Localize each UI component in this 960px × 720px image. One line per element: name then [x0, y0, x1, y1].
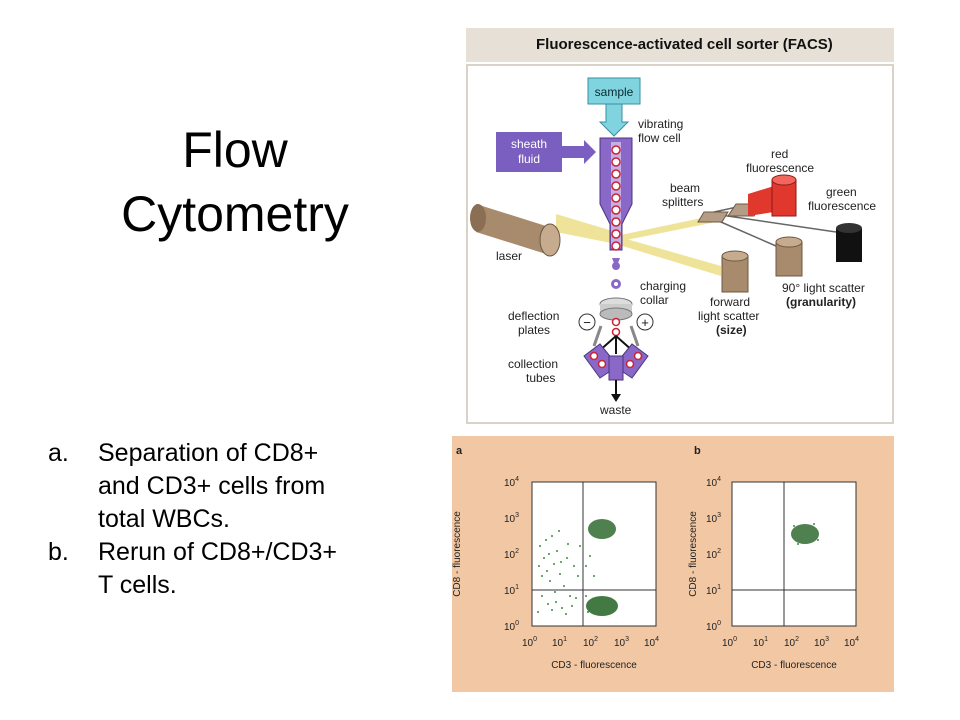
plot-b-scatter — [791, 523, 819, 545]
title-line-2: Cytometry — [121, 186, 349, 242]
plot-b-letter: b — [694, 445, 701, 457]
beam-label-1: beam — [670, 181, 700, 195]
plot-a-ylabel: CD8 - fluorescence — [452, 511, 463, 597]
y-tick: 100 — [706, 620, 721, 633]
plot-b-xlabel: CD3 - fluorescence — [751, 660, 837, 671]
y-tick: 104 — [504, 476, 519, 489]
forward-scatter-beam — [616, 236, 721, 276]
forward-label-1: forward — [710, 295, 750, 309]
x-tick: 104 — [844, 636, 859, 649]
y-tick: 104 — [706, 476, 721, 489]
list-line: T cells. — [98, 571, 177, 599]
beam-line-90 — [713, 218, 777, 247]
laser-beam — [556, 214, 616, 244]
list-text: Separation of CD8+ and CD3+ cells from t… — [98, 439, 325, 533]
sheath-label-2: fluid — [518, 152, 540, 166]
sample-input: sample — [587, 77, 641, 137]
y-tick: 100 — [504, 620, 519, 633]
list-text: Rerun of CD8+/CD3+ T cells. — [98, 538, 337, 599]
plot-a: a CD8 - fluorescence CD3 - — [452, 445, 659, 671]
facs-schematic: sample sheath fluid — [470, 77, 876, 417]
red-fluorescence-detector — [748, 174, 797, 217]
x-tick: 103 — [614, 636, 629, 649]
sheath-label-1: sheath — [511, 137, 547, 151]
beam-label-2: splitters — [662, 195, 703, 209]
green-fluorescence-detector — [836, 223, 862, 262]
plot-b-xticks: 100 101 102 103 104 — [722, 636, 859, 649]
laser-label: laser — [496, 249, 522, 263]
list-line: Rerun of CD8+/CD3+ — [98, 538, 338, 566]
flow-plots-panel: a CD8 - fluorescence CD3 - — [452, 436, 894, 692]
sheath-fluid: sheath fluid — [496, 132, 596, 172]
collection-label-2: tubes — [526, 371, 555, 385]
plot-a-xticks: 100 101 102 103 104 — [522, 636, 659, 649]
y-tick: 103 — [504, 512, 519, 525]
list-line: and CD3+ cells from — [98, 472, 326, 500]
flow-plots: a CD8 - fluorescence CD3 - — [452, 445, 859, 671]
y-tick: 101 — [504, 584, 519, 597]
x-tick: 102 — [583, 636, 598, 649]
list-marker: b. — [48, 538, 69, 566]
side-scatter-beam — [616, 216, 716, 242]
x-tick: 102 — [784, 636, 799, 649]
x-tick: 100 — [722, 636, 737, 649]
laser — [470, 204, 561, 257]
deflection-plates: − + — [578, 313, 654, 347]
side-scatter-detector — [775, 236, 803, 277]
forward-label-2: light scatter — [698, 309, 759, 323]
collection-tubes — [583, 343, 649, 402]
y-tick: 101 — [706, 584, 721, 597]
plot-b: b CD8 - fluorescence CD3 - fluorescence … — [688, 445, 859, 671]
plot-a-xlabel: CD3 - fluorescence — [551, 660, 637, 671]
y-tick: 103 — [706, 512, 721, 525]
charging-label-1: charging — [640, 279, 686, 293]
deflection-label-2: plates — [518, 323, 550, 337]
ninety-label-2: (granularity) — [786, 295, 856, 309]
x-tick: 100 — [522, 636, 537, 649]
plot-a-letter: a — [456, 445, 463, 457]
x-tick: 103 — [814, 636, 829, 649]
facs-header: Fluorescence-activated cell sorter (FACS… — [466, 28, 894, 62]
y-tick: 102 — [706, 548, 721, 561]
list-line: total WBCs. — [98, 505, 230, 533]
x-tick: 101 — [753, 636, 768, 649]
slide-title: Flow Cytometry — [60, 118, 410, 246]
vibrating-label-1: vibrating — [638, 117, 683, 131]
plot-b-area — [731, 481, 857, 627]
plus-symbol: + — [641, 315, 649, 330]
green-label-1: green — [826, 185, 857, 199]
y-tick: 102 — [504, 548, 519, 561]
ninety-label-1: 90° light scatter — [782, 281, 865, 295]
collection-label-1: collection — [508, 357, 558, 371]
deflection-label-1: deflection — [508, 309, 559, 323]
title-line-1: Flow — [182, 122, 288, 178]
charging-label-2: collar — [640, 293, 669, 307]
x-tick: 101 — [552, 636, 567, 649]
facs-header-title: Fluorescence-activated cell sorter (FACS… — [536, 36, 833, 53]
red-label-1: red — [771, 147, 788, 161]
plot-b-ylabel: CD8 - fluorescence — [688, 511, 699, 597]
plot-a-scatter — [537, 519, 618, 616]
list-marker: a. — [48, 439, 69, 467]
list-line: Separation of CD8+ — [98, 439, 319, 467]
charging-collar — [599, 297, 633, 321]
vibrating-label-2: flow cell — [638, 131, 681, 145]
list-item: a. Separation of CD8+ and CD3+ cells fro… — [48, 437, 418, 536]
x-tick: 104 — [644, 636, 659, 649]
droplet-stream — [611, 145, 621, 289]
beam-splitter-1 — [697, 211, 729, 223]
waste-label: waste — [599, 403, 632, 417]
green-label-2: fluorescence — [808, 199, 876, 213]
list-item: b. Rerun of CD8+/CD3+ T cells. — [48, 536, 418, 602]
minus-symbol: − — [583, 315, 591, 330]
caption-list: a. Separation of CD8+ and CD3+ cells fro… — [48, 437, 418, 602]
sample-label: sample — [595, 85, 634, 99]
red-label-2: fluorescence — [746, 161, 814, 175]
beam-line-green — [713, 213, 837, 233]
forward-label-3: (size) — [716, 323, 747, 337]
facs-diagram: sample sheath fluid — [466, 64, 894, 424]
plot-b-yticks: 100 101 102 103 104 — [706, 476, 721, 633]
forward-scatter-detector — [721, 250, 749, 293]
plot-a-yticks: 100 101 102 103 104 — [504, 476, 519, 633]
